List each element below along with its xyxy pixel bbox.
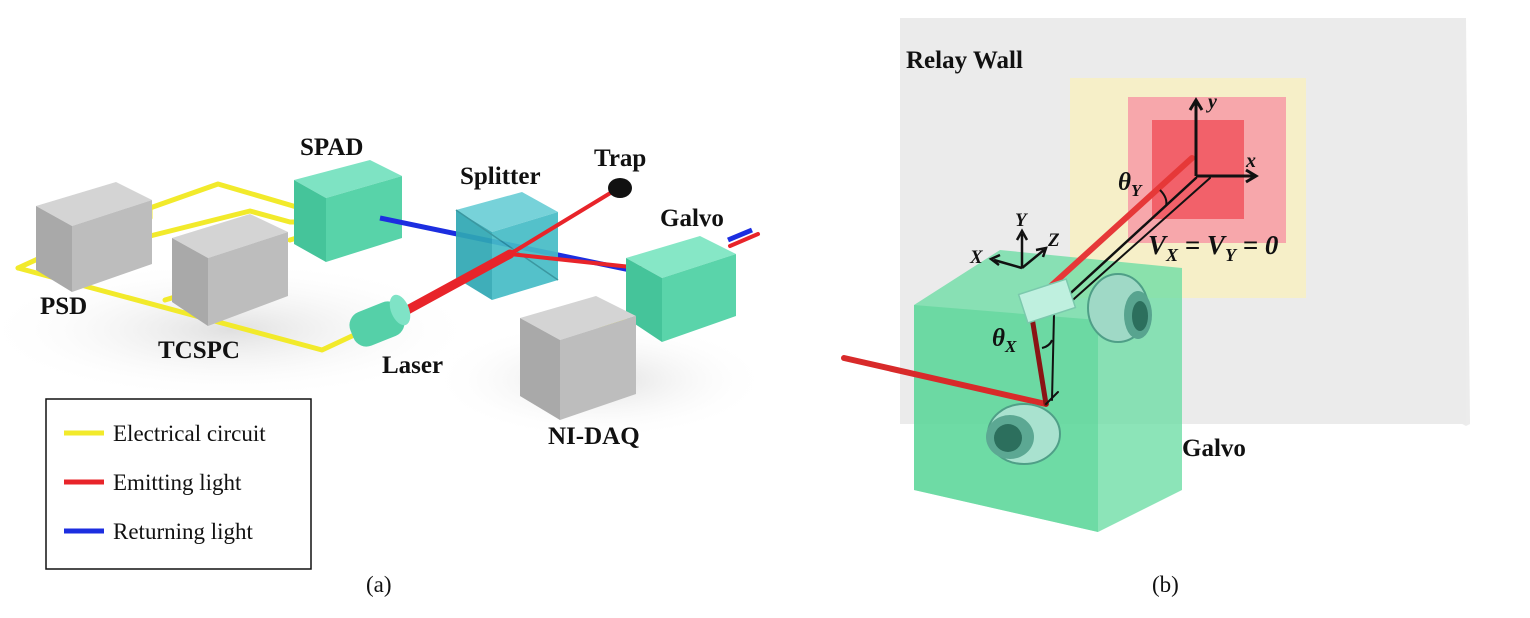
splitter-cube	[455, 192, 559, 300]
beams-b	[841, 155, 1211, 407]
tcspc-cube	[172, 214, 288, 326]
theta-y-arc	[1159, 189, 1168, 207]
legend-label-emitting: Emitting light	[113, 470, 242, 495]
panel-b: x y Y X Z θY θX VX = VY = 0 Relay Wall G…	[841, 18, 1470, 597]
laser-label: Laser	[382, 352, 443, 379]
emitting-beams	[395, 190, 760, 319]
theta-x-arc	[1041, 339, 1053, 349]
wall-axis-y-label: y	[1206, 91, 1217, 113]
legend-item-emitting: Emitting light	[64, 470, 242, 495]
splitter-label: Splitter	[460, 163, 541, 190]
galvo-axis-x-label: X	[969, 247, 984, 268]
galvo-label-b: Galvo	[1182, 435, 1246, 462]
caption-a: (a)	[366, 572, 392, 597]
spad-cube	[294, 160, 402, 262]
lower-mirror-motor	[986, 403, 1061, 465]
legend: Electrical circuit Emitting light Return…	[45, 398, 312, 570]
galvo-axis-z-label: Z	[1047, 230, 1060, 251]
wall-axes	[1188, 97, 1259, 184]
trap-label: Trap	[594, 145, 646, 172]
galvo-axis-y-label: Y	[1015, 210, 1029, 231]
legend-label-returning: Returning light	[113, 519, 254, 544]
trap-icon	[608, 178, 632, 198]
psd-label: PSD	[40, 293, 87, 320]
caption-b: (b)	[1152, 572, 1179, 597]
spad-label: SPAD	[300, 134, 363, 161]
laser-cylinder	[349, 294, 411, 347]
theta-x-label: θX	[992, 325, 1017, 356]
nidaq-cube	[520, 296, 636, 420]
tcspc-label: TCSPC	[158, 337, 240, 364]
galvo-axes	[988, 228, 1048, 270]
legend-item-returning: Returning light	[64, 519, 254, 544]
voltage-zero-label: VX = VY = 0	[1148, 230, 1279, 265]
psd-cube	[36, 182, 152, 292]
wall-axis-x-label: x	[1245, 150, 1256, 172]
panel-a: SPAD Splitter Trap Galvo PSD TCSPC Laser…	[0, 134, 770, 597]
nidaq-label: NI-DAQ	[548, 423, 640, 450]
theta-y-label: θY	[1118, 169, 1143, 200]
relay-wall-label: Relay Wall	[906, 47, 1023, 74]
galvo-label-a: Galvo	[660, 205, 724, 232]
upper-mirror-motor	[1017, 273, 1152, 343]
galvo-cube-a	[626, 236, 736, 342]
legend-label-electrical: Electrical circuit	[113, 421, 266, 446]
returning-beam-out	[727, 227, 753, 243]
legend-item-electrical: Electrical circuit	[64, 421, 266, 446]
